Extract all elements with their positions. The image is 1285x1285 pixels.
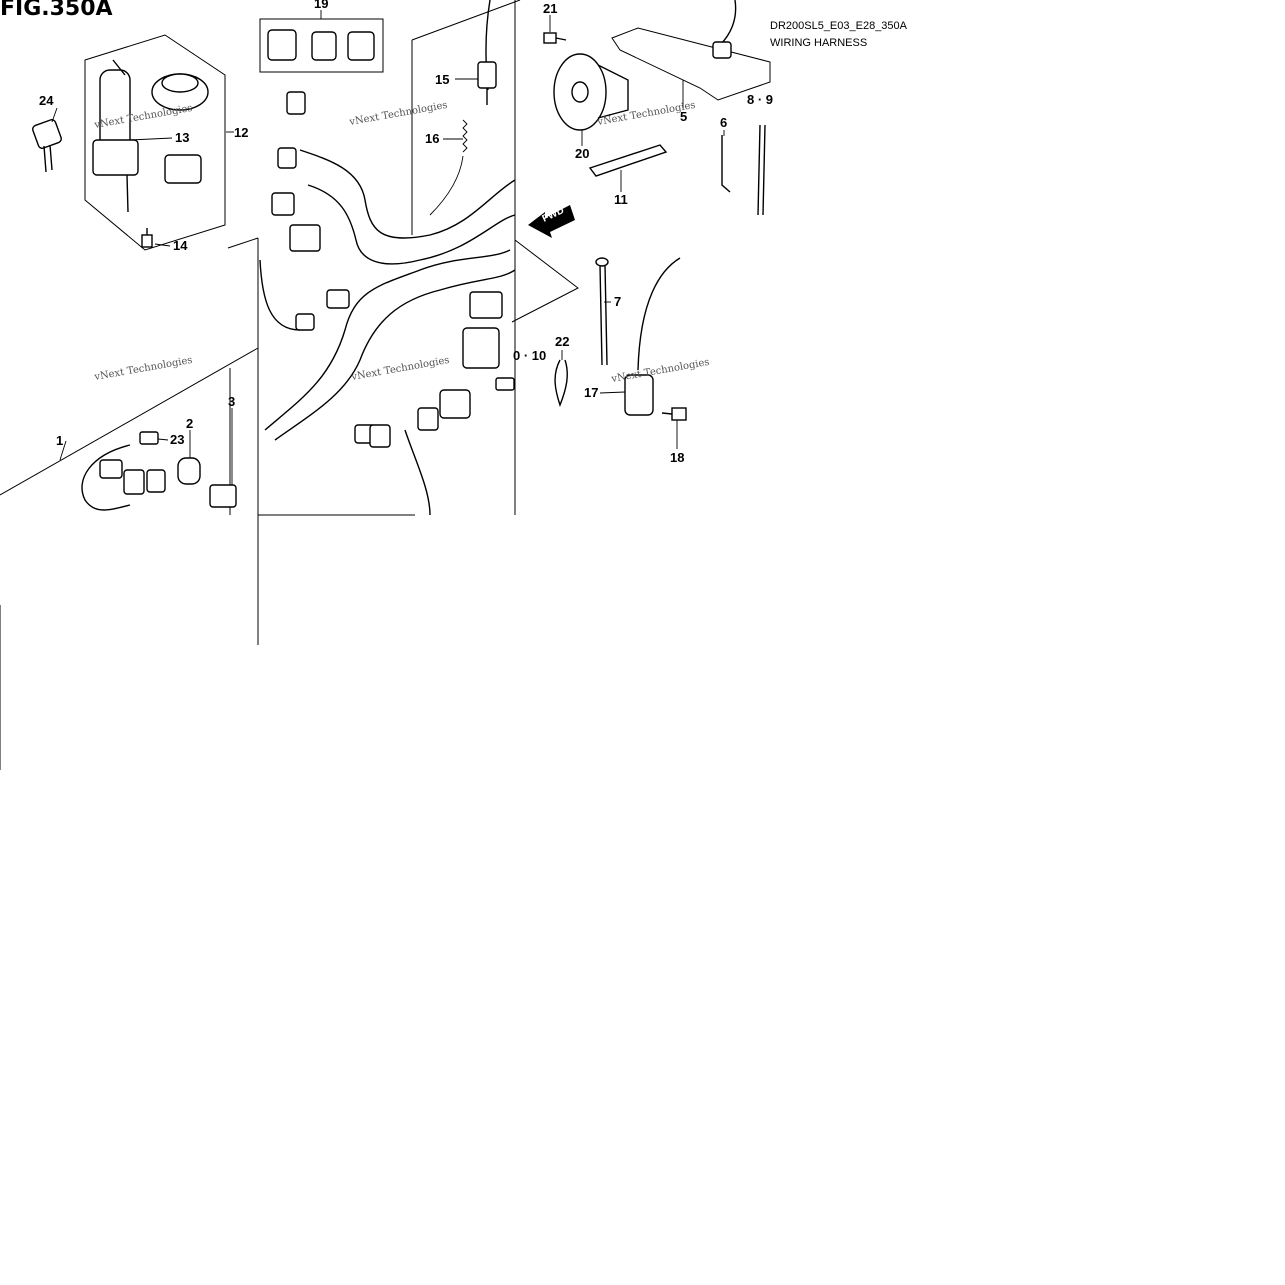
harness-panel-right — [511, 239, 579, 323]
frame-lines — [0, 0, 771, 770]
part-clamp-11 — [588, 144, 668, 177]
callout-3: 3 — [228, 394, 235, 409]
callout-7: 7 — [614, 294, 621, 309]
callout-6: 6 — [720, 115, 727, 130]
lower-left-panel-top — [0, 347, 259, 496]
figure-name: WIRING HARNESS — [770, 37, 868, 49]
part-connector-23 — [139, 431, 159, 445]
harness-panel-upper-left — [227, 237, 259, 249]
connector-box-outline — [259, 18, 384, 73]
part-tie-7 — [595, 257, 609, 366]
part-harness-1 — [81, 444, 166, 511]
callout-24: 24 — [39, 93, 54, 108]
ignition-group-outline — [84, 34, 226, 251]
part-main-harness — [259, 0, 516, 516]
callout-14: 14 — [173, 238, 188, 253]
watermark-text: vNext Technologies — [610, 357, 711, 385]
part-switch-15 — [477, 61, 497, 105]
part-sensor-17 — [624, 257, 681, 416]
callout-0-10: 0 · 10 — [513, 348, 546, 363]
part-connector-3 — [209, 484, 237, 508]
part-ignition-switch — [92, 59, 139, 213]
figure-title: FIG.350A — [0, 0, 113, 21]
callout-20: 20 — [575, 146, 589, 161]
callout-16: 16 — [425, 131, 439, 146]
part-clip-22 — [554, 359, 568, 408]
model-code: DR200SL5_E03_E28_350A — [770, 20, 908, 32]
part-harness-5 — [712, 0, 737, 59]
part-bolt-21 — [543, 32, 567, 44]
part-harness-connectors — [271, 91, 515, 448]
callout-17: 17 — [584, 385, 598, 400]
callout-15: 15 — [435, 72, 449, 87]
watermark-text: vNext Technologies — [348, 100, 449, 128]
part-bolt-18 — [661, 407, 687, 421]
fwd-arrow: FWD — [528, 205, 575, 238]
watermark-text: vNext Technologies — [93, 355, 194, 383]
callout-labels: 24 13 12 14 19 15 16 21 20 11 5 6 8 · 9 … — [39, 0, 773, 465]
part-bracket-6 — [721, 135, 731, 193]
callout-23: 23 — [170, 432, 184, 447]
part-ignition-key — [32, 119, 62, 173]
part-ignition-cover — [164, 154, 202, 184]
harness-panel-top — [411, 0, 521, 41]
part-horn — [553, 53, 629, 131]
callout-13: 13 — [175, 130, 189, 145]
callout-19: 19 — [314, 0, 328, 11]
part-spring-16 — [429, 119, 468, 216]
part-ignition-cap — [151, 73, 209, 111]
part-connectors-19 — [267, 29, 375, 61]
callout-1: 1 — [56, 433, 63, 448]
horn-plate-outline — [611, 27, 771, 101]
part-band-8-9 — [757, 124, 766, 216]
callout-12: 12 — [234, 125, 248, 140]
callout-18: 18 — [670, 450, 684, 465]
callout-8-9: 8 · 9 — [747, 92, 773, 107]
part-cover-2 — [177, 457, 201, 485]
part-screw-14 — [141, 228, 153, 248]
callout-11: 11 — [614, 192, 628, 207]
leader-lines — [51, 10, 725, 485]
watermark-text: vNext Technologies — [350, 355, 451, 383]
callout-5: 5 — [680, 109, 687, 124]
callout-21: 21 — [543, 1, 557, 16]
callout-2: 2 — [186, 416, 193, 431]
callout-22: 22 — [555, 334, 569, 349]
